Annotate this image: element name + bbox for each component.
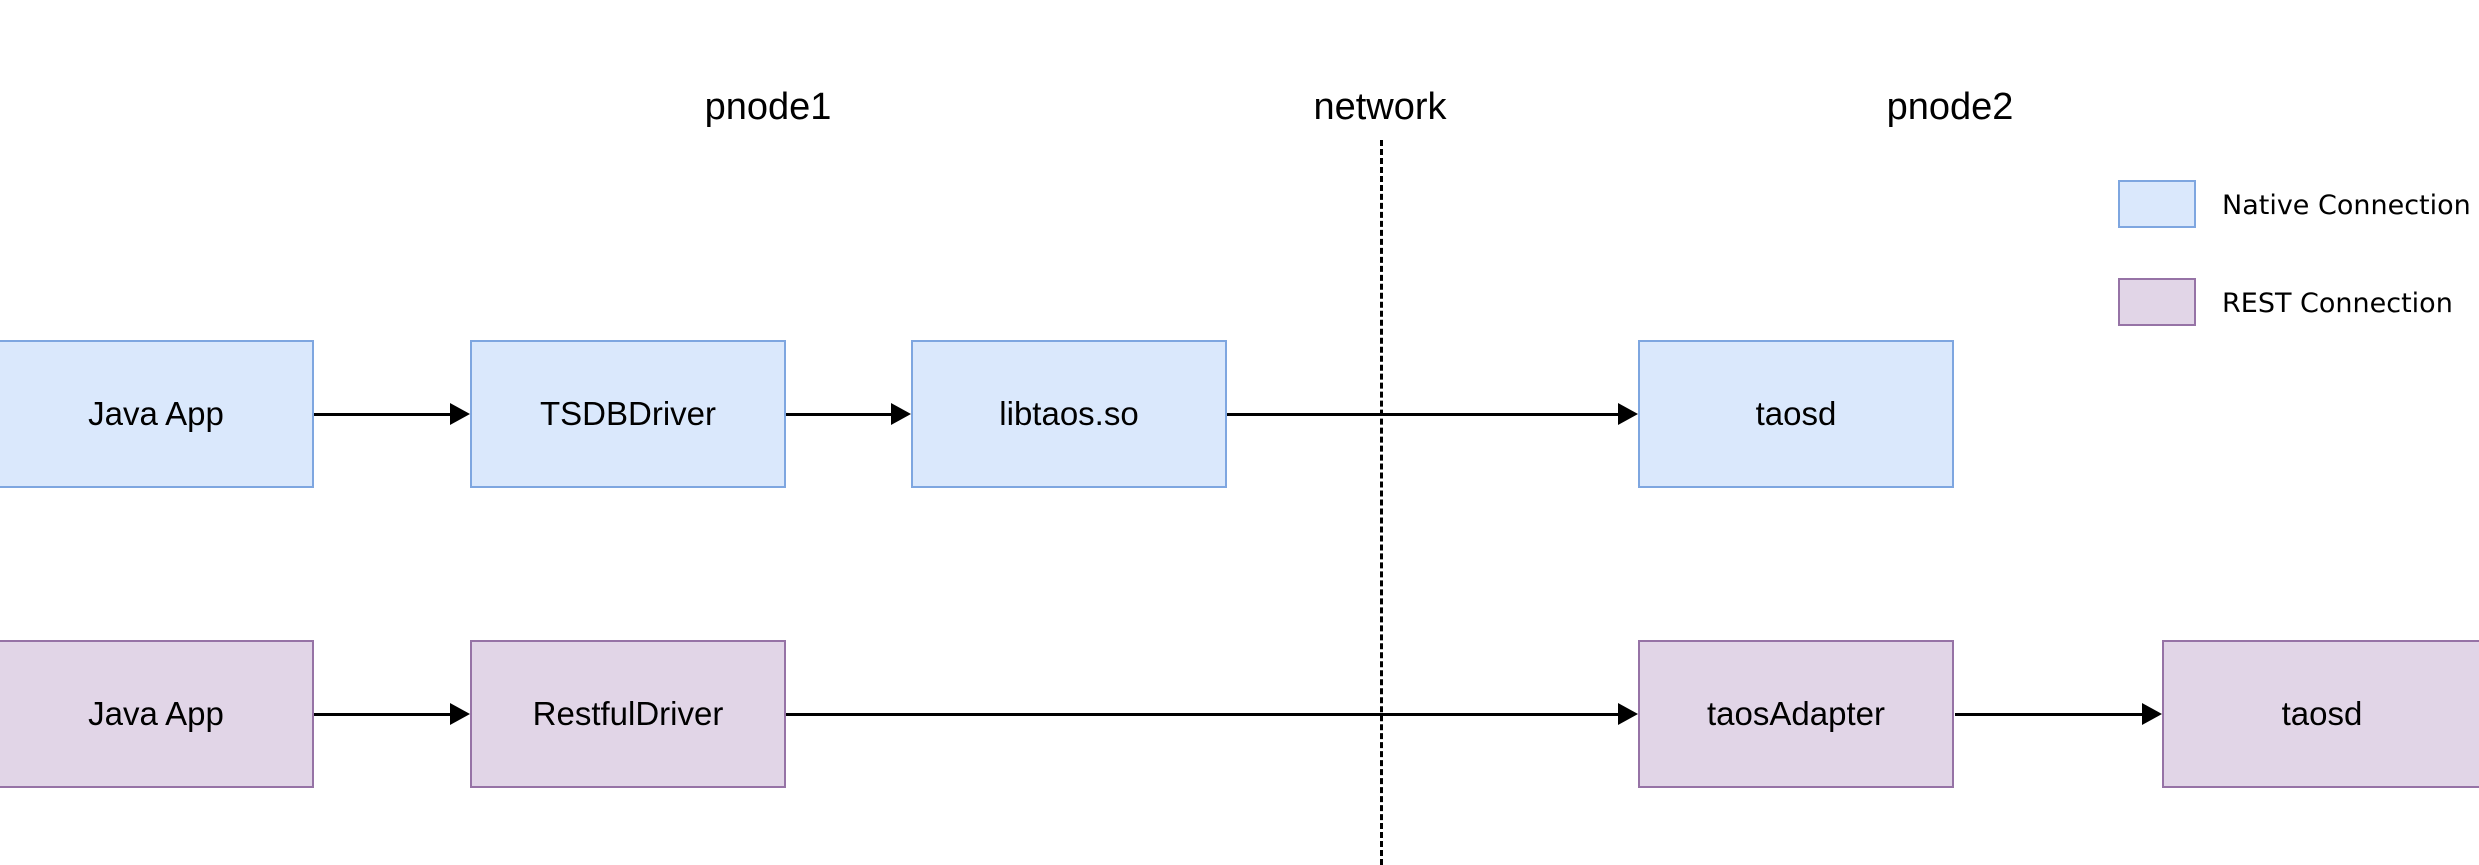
legend-swatch-rest-connection	[2118, 278, 2196, 326]
node-taosd-native[interactable]: taosd	[1638, 340, 1954, 488]
edge-taosadapter-to-taosd	[1955, 713, 2146, 716]
legend-label-rest-connection: REST Connection	[2222, 288, 2453, 319]
column-label-pnode2: pnode2	[1886, 86, 2014, 128]
node-tsdbdriver[interactable]: TSDBDriver	[470, 340, 786, 488]
legend-label-native-connection: Native Connection	[2222, 190, 2471, 221]
edge-libtaos-to-taosd	[1227, 413, 1622, 416]
node-java-app-native[interactable]: Java App	[0, 340, 314, 488]
node-restfuldriver[interactable]: RestfulDriver	[470, 640, 786, 788]
edge-restfuldriver-to-taosadapter	[786, 713, 1622, 716]
arrowhead-libtaos-to-taosd	[1618, 403, 1638, 425]
arrowhead-javaapp-to-tsdbdriver	[450, 403, 470, 425]
arrowhead-tsdbdriver-to-libtaos	[891, 403, 911, 425]
arrowhead-javaapp-to-restfuldriver	[450, 703, 470, 725]
node-java-app-rest[interactable]: Java App	[0, 640, 314, 788]
legend-swatch-native-connection	[2118, 180, 2196, 228]
arrowhead-taosadapter-to-taosd	[2142, 703, 2162, 725]
network-divider-line	[1380, 140, 1383, 865]
edge-javaapp-to-tsdbdriver	[314, 413, 454, 416]
node-libtaos-so[interactable]: libtaos.so	[911, 340, 1227, 488]
node-taosd-rest[interactable]: taosd	[2162, 640, 2479, 788]
column-label-network: network	[1313, 86, 1447, 128]
edge-javaapp-to-restfuldriver	[314, 713, 454, 716]
node-taosadapter[interactable]: taosAdapter	[1638, 640, 1954, 788]
column-label-pnode1: pnode1	[704, 86, 832, 128]
arrowhead-restfuldriver-to-taosadapter	[1618, 703, 1638, 725]
edge-tsdbdriver-to-libtaos	[786, 413, 895, 416]
